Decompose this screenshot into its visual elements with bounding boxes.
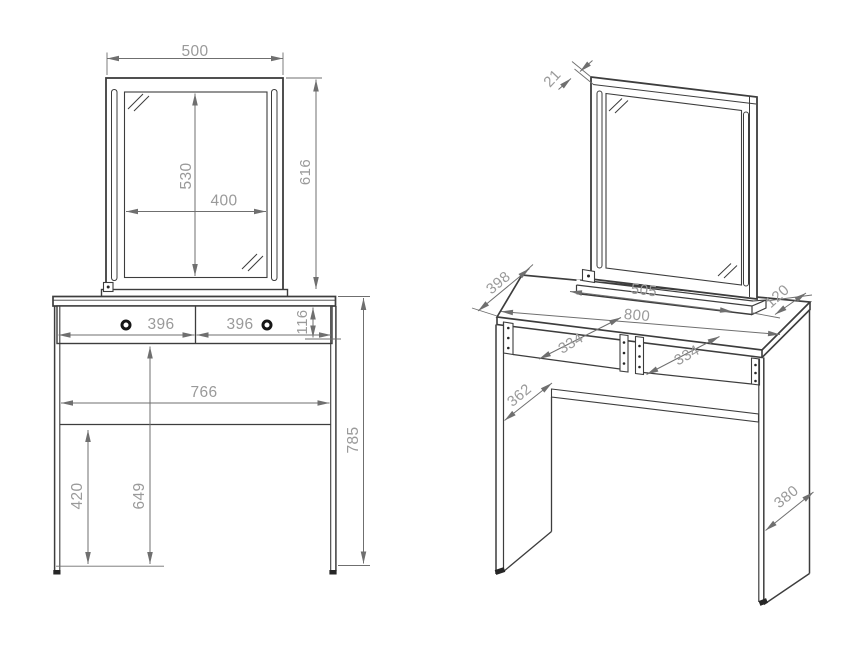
dim-floor-drawer-label: 649: [131, 482, 148, 509]
right-foot: [329, 570, 337, 575]
dim-top-depth-line: [477, 268, 530, 312]
right-panel-foot: [758, 598, 768, 606]
led-slot-left-icon: [111, 89, 118, 281]
left-panel-foot: [494, 567, 506, 575]
dim-top-depth-label: 398: [483, 268, 514, 298]
left-leg: [53, 306, 61, 571]
mirror-base: [100, 288, 289, 298]
drawer-fronts: [56, 305, 333, 345]
glass-shine-icon: [127, 93, 264, 272]
mirror-glass: [123, 91, 268, 279]
persp-led-slot-left-icon: [596, 90, 603, 269]
dim-left-drawer-label: 396: [147, 316, 174, 333]
dim-left-opening-label: 334: [555, 329, 586, 357]
dim-floor-rail-label: 420: [69, 482, 86, 509]
persp-bracket-screw-icon: [587, 274, 590, 278]
right-leg: [330, 306, 337, 571]
dim-mirror-width-label: 500: [181, 43, 208, 60]
dim-top-width-line: [500, 309, 781, 337]
knob-left-icon: [120, 319, 132, 331]
dim-glass-height-label: 530: [178, 162, 195, 189]
frame-top-inner-line: [592, 84, 757, 105]
perspective-view: 21 398 505 120 800 334 334 362 380: [471, 60, 814, 606]
tabletop-front-band: [496, 317, 763, 359]
front-view: 500 616 530 400 396 396 116 766 420 649: [52, 43, 370, 575]
post-screws-right-icon: [754, 363, 757, 383]
front-table: [52, 295, 337, 575]
dim-side-opening-label: 362: [504, 381, 535, 411]
dim-mirror-height-label: 616: [297, 159, 314, 185]
dim-frame-thickness-arrow-b: [579, 60, 593, 72]
slide-post-right: [750, 357, 761, 386]
knob-right-icon: [261, 319, 273, 331]
left-foot: [53, 570, 61, 575]
dim-glass-width-label: 400: [210, 193, 237, 210]
dim-inner-width-label: 766: [190, 384, 217, 401]
persp-glass-shine-icon: [608, 98, 738, 279]
dim-right-drawer-label: 396: [226, 316, 253, 333]
dim-total-height-label: 785: [345, 426, 362, 453]
persp-led-slot-right-icon: [743, 111, 749, 287]
tabletop: [52, 295, 337, 307]
dim-base-depth-line: [774, 292, 807, 315]
dim-frame-thickness-arrow-a: [558, 78, 572, 90]
left-side-panel: [494, 322, 553, 575]
persp-mirror: [575, 75, 767, 316]
persp-mirror-frame: [590, 75, 758, 301]
dim-drawer-height-label: 116: [294, 309, 311, 334]
dim-top-width-label: 800: [623, 306, 651, 325]
dim-side-opening-line: [504, 382, 553, 421]
dim-right-opening-label: 334: [671, 342, 702, 370]
dim-base-width-line: [569, 290, 733, 313]
dim-right-opening-line: [646, 336, 720, 375]
led-slot-right-icon: [271, 89, 278, 281]
bracket-screw-icon: [106, 285, 110, 289]
left-opening-bottom: [512, 353, 621, 370]
right-opening-bottom: [643, 371, 752, 385]
post-screws-center-icon: [622, 341, 641, 369]
dim-base-width-label: 505: [630, 280, 658, 300]
persp-mirror-glass: [605, 92, 743, 286]
dim-side-depth-line: [765, 491, 814, 531]
dim-left-opening-line: [538, 317, 622, 360]
front-dimensions: 500 616 530 400 396 396 116 766 420 649: [56, 43, 370, 567]
dim-side-depth-label: 380: [771, 482, 802, 512]
rear-rail: [550, 388, 760, 423]
